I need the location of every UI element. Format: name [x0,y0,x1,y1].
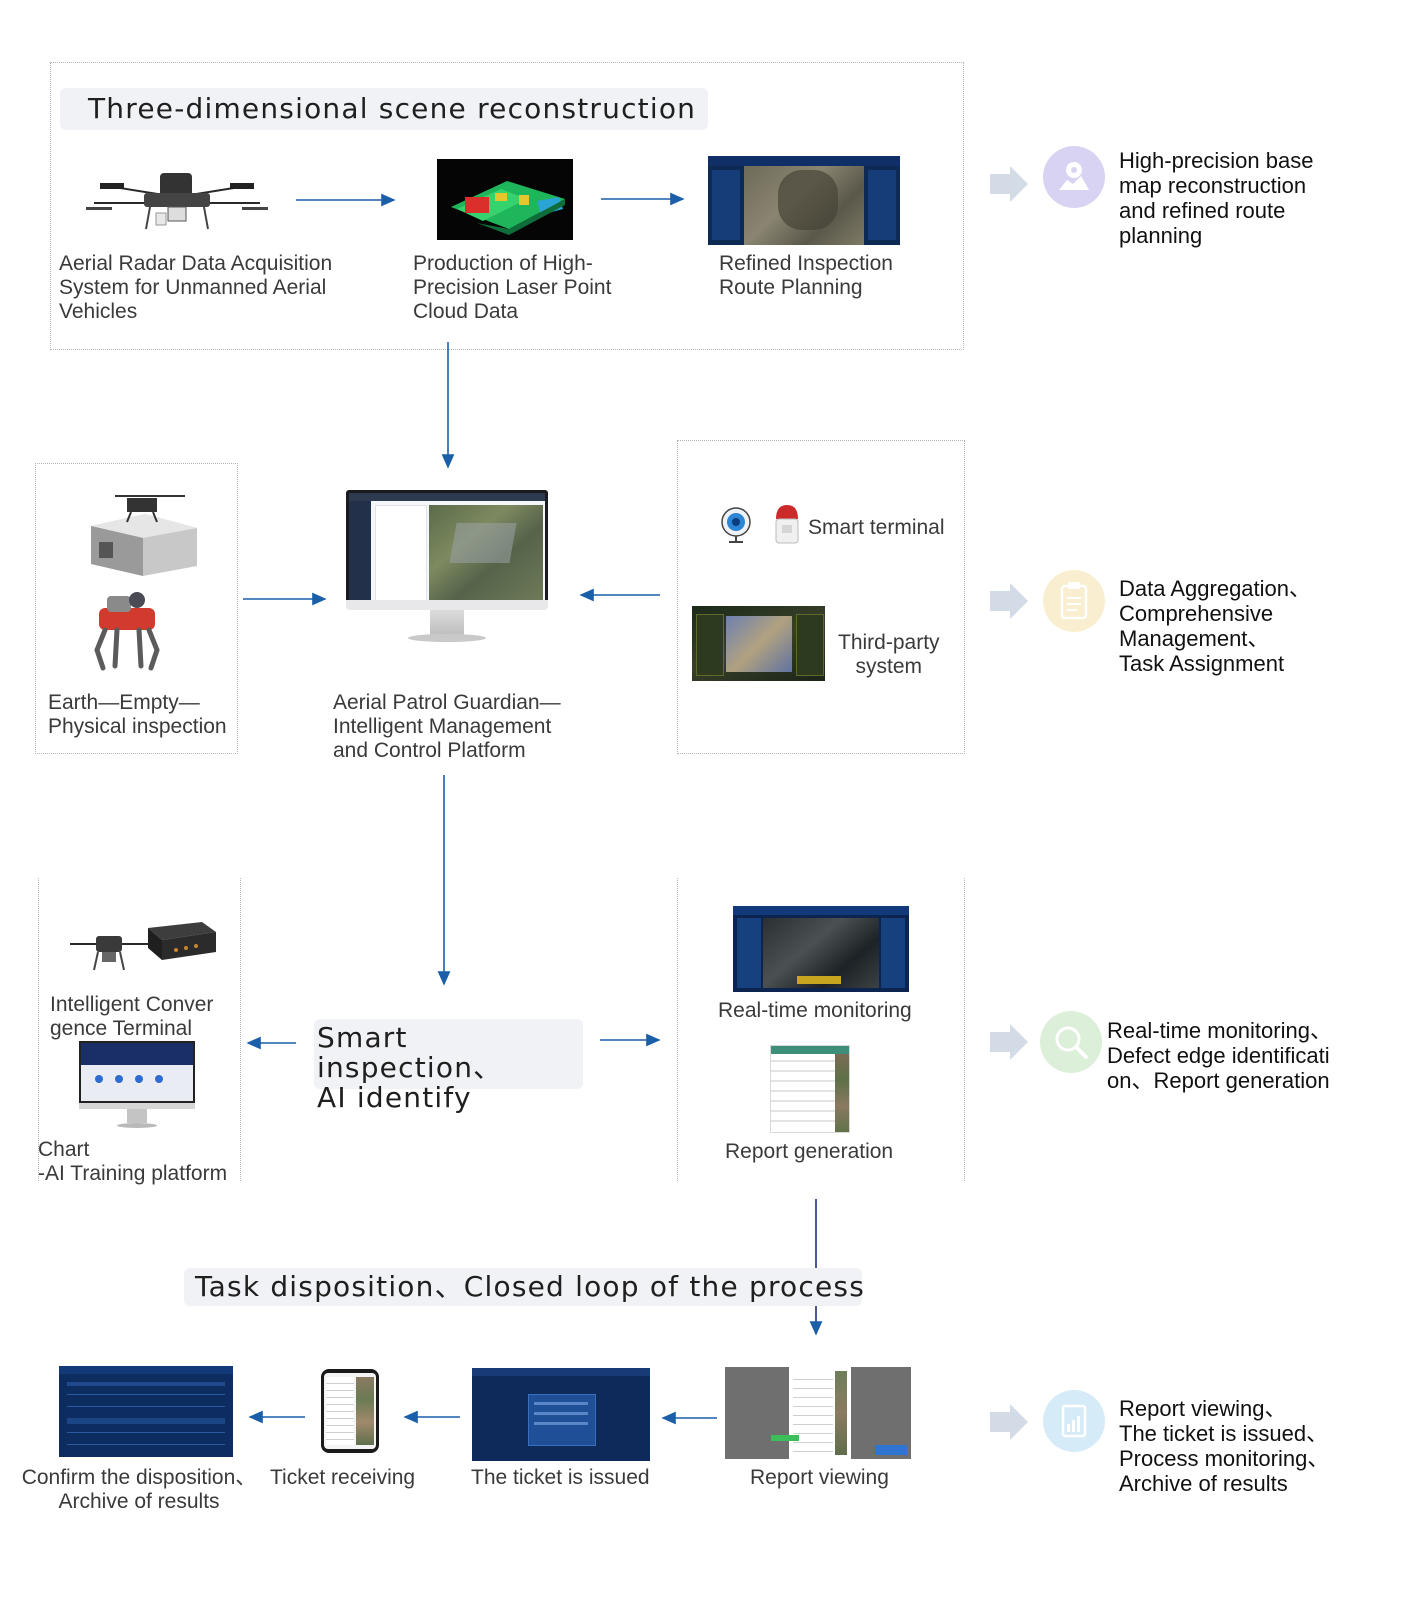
stage3-left-box [38,878,241,1181]
alarm-device-icon [775,505,799,544]
stage2-center-label: Aerial Patrol Guardian— Intelligent Mana… [333,691,561,762]
side-arrow-1 [990,166,1028,202]
stage1-item-1-label: Aerial Radar Data Acquisition System for… [59,252,333,323]
stage2-left-label: Earth—Empty— Physical inspection [48,691,227,738]
report-viewing-screen [725,1367,911,1459]
platform-monitor [346,490,548,652]
drone-icon [86,173,268,230]
stage4-summary: Report viewing、 The ticket is issued、 Pr… [1119,1396,1330,1496]
ticket-issued-screen [472,1368,650,1461]
camera-icon [721,507,751,543]
stage3-left-bottom-label: Chart -AI Training platform [38,1138,228,1185]
stage1-box [50,62,964,350]
stage3-left-top-label: Intelligent Conver gence Terminal [50,993,214,1040]
convergence-terminal-icon [70,922,216,971]
side-arrow-4 [990,1404,1028,1440]
map-icon [1043,146,1105,208]
robot-dog-icon [94,592,160,671]
stage2-left-box [35,463,238,754]
point-cloud-image [437,159,573,240]
stage3-right-box [677,878,965,1181]
side-arrow-2 [990,583,1028,619]
stage1-summary: High-precision base map reconstruction a… [1119,148,1314,248]
stage1-title: Three-dimensional scene reconstruction [60,88,708,130]
step-confirm-label: Confirm the disposition、 Archive of resu… [21,1466,257,1513]
document-chart-icon [1043,1390,1105,1452]
step-receiving-label: Ticket receiving [270,1466,416,1489]
side-arrow-3 [990,1024,1028,1060]
stage3-summary: Real-time monitoring、 Defect edge identi… [1107,1018,1332,1093]
stage4-title: Task disposition、Closed loop of the proc… [184,1268,864,1306]
realtime-monitoring-screen [733,906,909,992]
third-party-screen [692,606,825,681]
report-generation-image [770,1045,850,1133]
phone-ticket-image [321,1369,379,1453]
smart-terminal-label: Smart terminal [808,516,945,539]
route-planning-screen [708,156,900,245]
third-party-label: Third-party system [838,631,940,678]
stage1-item-3-label: Refined Inspection Route Planning [719,252,893,299]
drone-hangar-icon [91,495,197,576]
training-platform-monitor [79,1041,195,1129]
stage3-title: Smart inspection、 AI identify [314,1019,583,1113]
stage2-summary: Data Aggregation、 Comprehensive Manageme… [1119,576,1312,676]
disposition-screen [59,1366,233,1457]
monitoring-label: Real-time monitoring [718,999,912,1022]
step-report-viewing-label: Report viewing [750,1466,889,1489]
stage1-item-2-label: Production of High- Precision Laser Poin… [413,252,612,323]
magnifier-icon [1040,1011,1102,1073]
step-issued-label: The ticket is issued [471,1466,650,1489]
clipboard-icon [1043,570,1105,632]
stage2-right-box [677,440,965,754]
report-generation-label: Report generation [725,1140,894,1163]
